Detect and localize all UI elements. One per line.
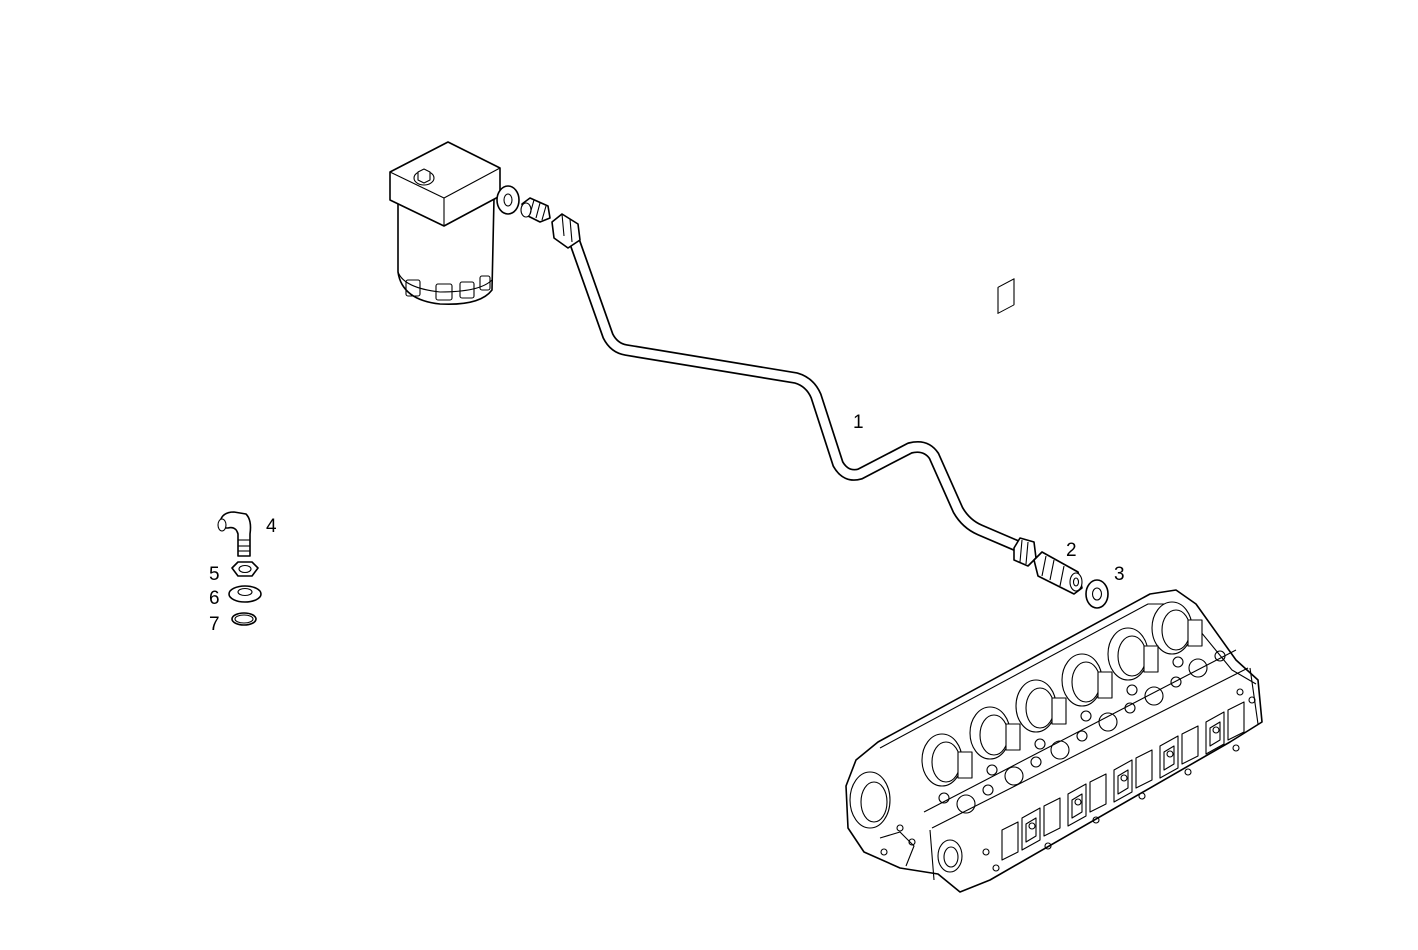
front-port <box>849 771 963 873</box>
side-ports <box>997 278 1015 314</box>
callout-3: 3 <box>1114 564 1125 585</box>
callout-2: 2 <box>1066 540 1077 561</box>
callout-5: 5 <box>209 564 220 585</box>
flat-washer <box>228 585 262 603</box>
cylinder-bores <box>921 601 1193 787</box>
sealing-washer <box>1085 579 1109 609</box>
sealing-washer-upper <box>496 185 520 215</box>
callout-labels: 1 2 3 4 5 6 7 <box>209 412 1125 635</box>
callout-4: 4 <box>266 516 277 537</box>
injector-bosses <box>957 619 1203 779</box>
callout-7: 7 <box>209 614 220 635</box>
elbow-fitting <box>217 511 252 557</box>
union-fitting-upper <box>520 197 551 223</box>
callout-6: 6 <box>209 588 220 609</box>
callout-1: 1 <box>853 412 864 433</box>
valve-pockets <box>938 650 1226 814</box>
o-ring <box>231 612 257 626</box>
bolt-holes <box>880 688 1256 872</box>
oil-pipe <box>551 213 1037 567</box>
union-fitting <box>1033 551 1083 595</box>
cylinder-head <box>845 278 1263 893</box>
lock-nut <box>231 561 259 577</box>
oil-filter <box>389 141 501 306</box>
